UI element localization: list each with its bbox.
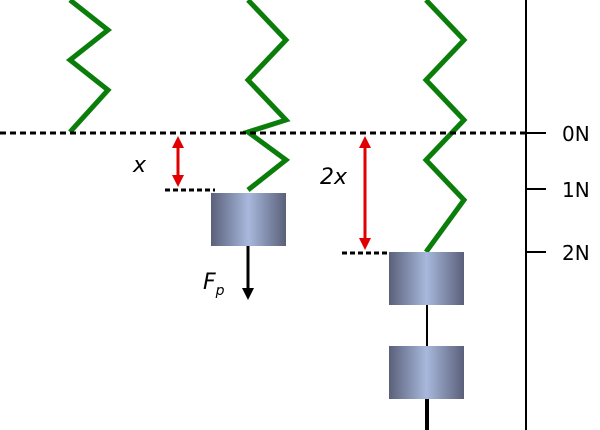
weight-upper bbox=[389, 252, 464, 305]
label-2x: 2x bbox=[320, 165, 348, 190]
label-force: Fp bbox=[203, 270, 225, 299]
label-force-sub: p bbox=[215, 283, 225, 299]
label-x: x bbox=[132, 153, 147, 178]
scale-label-1n: 1N bbox=[562, 178, 590, 202]
spring-one-weight bbox=[242, 0, 291, 192]
weight-single bbox=[211, 193, 286, 246]
label-force-main: F bbox=[203, 270, 216, 295]
spring-unloaded bbox=[65, 0, 113, 134]
scale-label-0n: 0N bbox=[562, 122, 590, 146]
scale-label-2n: 2N bbox=[562, 241, 590, 265]
spring-two-weights bbox=[422, 0, 468, 254]
weight-lower bbox=[389, 346, 464, 399]
